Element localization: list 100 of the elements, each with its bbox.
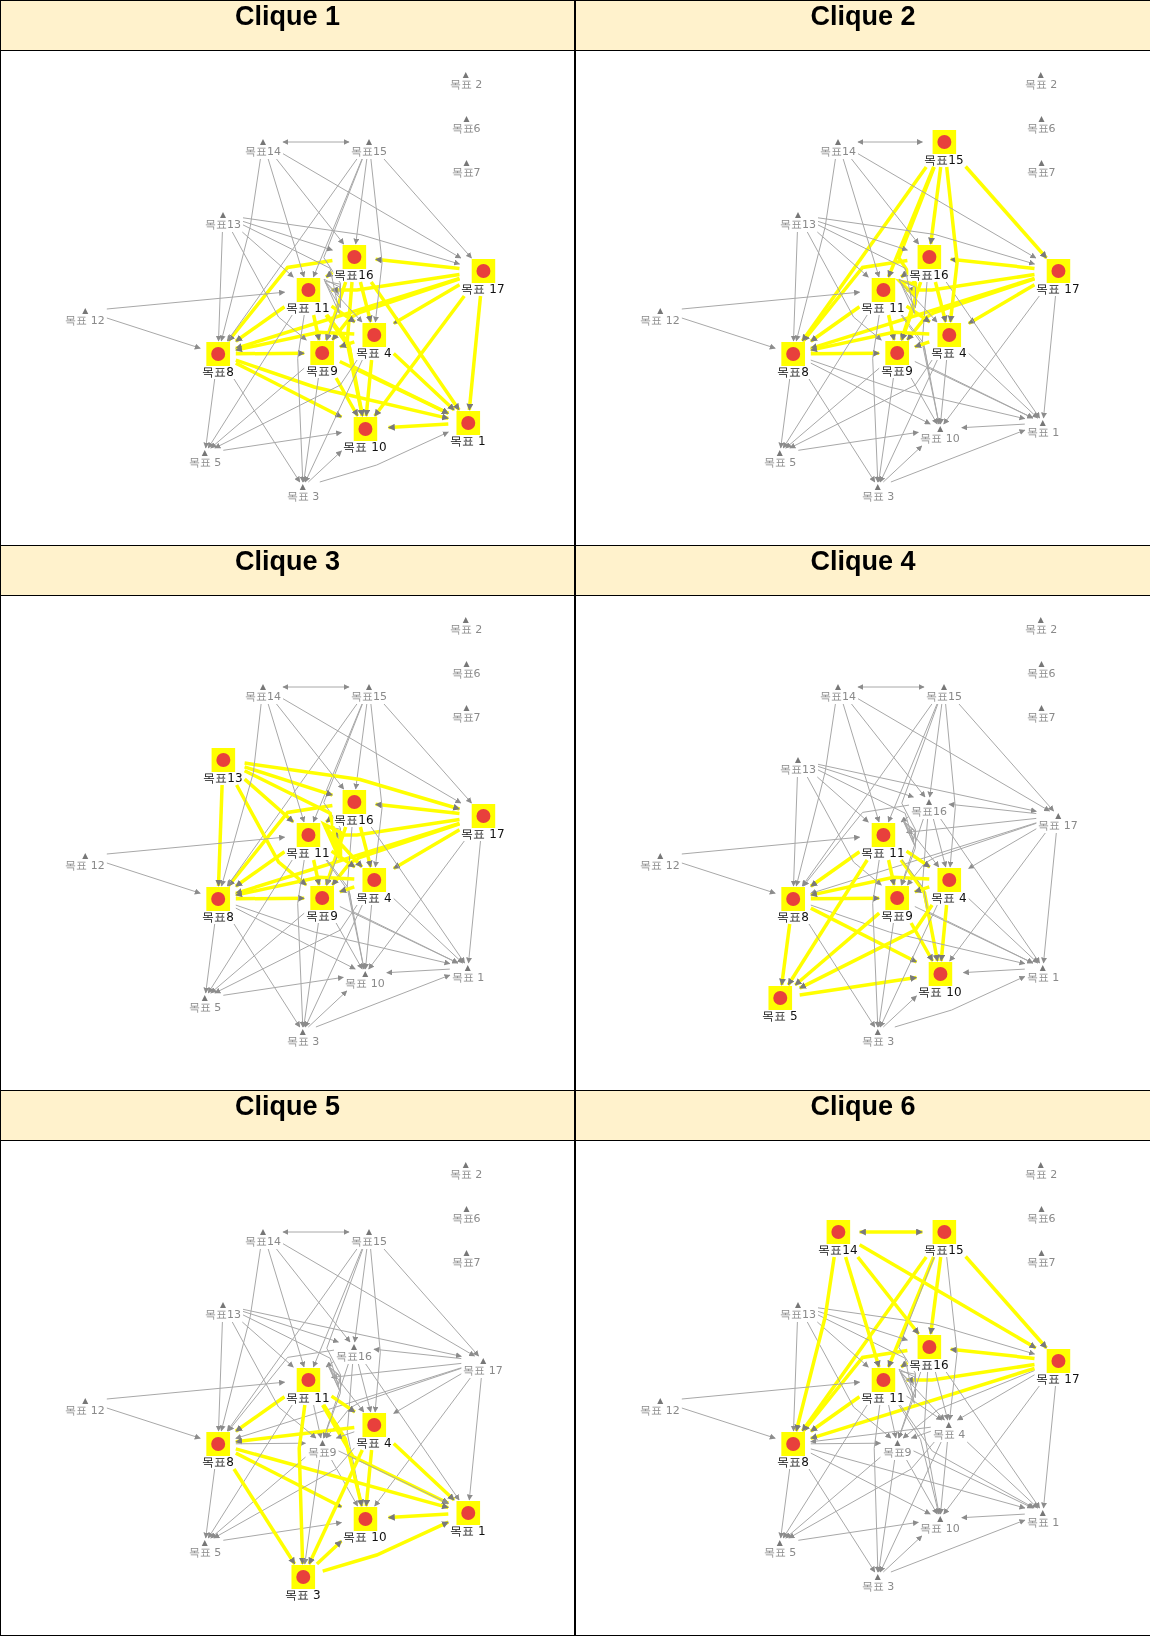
clique-arrow	[810, 875, 930, 898]
arrow	[899, 1404, 1035, 1509]
node-label: 목표 5	[762, 457, 798, 469]
arrow	[808, 378, 876, 483]
node-label: 목표 12	[639, 1405, 681, 1417]
node-label: 목표8	[201, 366, 235, 378]
goal-node	[1025, 660, 1057, 680]
arrow	[282, 153, 462, 259]
clique-arrow	[330, 277, 461, 342]
clique-arrow	[235, 361, 343, 419]
clique-arrow	[802, 258, 908, 343]
clique-arrow	[809, 850, 861, 888]
arrow	[282, 698, 462, 804]
arrow	[319, 431, 449, 483]
node-label: 목표7	[450, 712, 482, 724]
arrow	[203, 378, 216, 449]
arrow	[810, 1440, 882, 1447]
arrow	[906, 822, 1037, 886]
node-label: 목표 11	[285, 302, 331, 314]
arrow	[222, 1520, 343, 1541]
goal-node	[355, 323, 393, 359]
node-label: 목표16	[335, 1351, 373, 1363]
clique-arrow	[810, 330, 930, 353]
clique-arrow	[466, 295, 483, 411]
arrow	[301, 377, 319, 483]
node-label: 목표 4	[930, 347, 968, 359]
arrow	[210, 367, 305, 449]
arrow	[890, 429, 1026, 483]
arrow	[330, 1362, 462, 1380]
clique-arrow	[324, 313, 365, 417]
arrow	[938, 359, 948, 425]
arrow	[810, 1448, 1026, 1510]
clique-arrow	[886, 1256, 936, 1368]
node-label: 목표7	[1025, 167, 1057, 179]
arrow	[233, 923, 301, 1028]
goal-node	[1025, 159, 1057, 179]
clique-arrow	[798, 904, 934, 990]
arrow	[810, 822, 1037, 895]
arrow	[346, 826, 366, 970]
arrow	[357, 1363, 373, 1413]
goal-node	[355, 1413, 393, 1449]
clique-arrow	[330, 304, 356, 324]
arrow	[241, 1321, 294, 1368]
arrow	[242, 220, 333, 252]
arrow	[374, 1377, 471, 1507]
node-label: 목표 11	[285, 847, 331, 859]
clique-arrow	[899, 858, 940, 962]
arrow	[966, 1441, 1039, 1509]
clique-arrow	[235, 875, 355, 898]
arrow	[900, 314, 941, 425]
node-label: 목표15	[350, 146, 388, 158]
goal-node	[305, 886, 339, 922]
arrow	[242, 217, 461, 266]
arrow	[267, 1248, 306, 1368]
node-label: 목표 2	[448, 79, 484, 91]
arrow	[466, 840, 481, 964]
goal-node	[860, 1573, 896, 1593]
node-label: 목표 12	[639, 315, 681, 327]
node-label: 목표16	[910, 806, 948, 818]
goal-node	[1025, 115, 1057, 135]
clique-arrow	[914, 340, 930, 349]
arrow	[857, 153, 1037, 259]
arrow	[945, 1371, 1041, 1509]
arrow	[898, 1404, 941, 1515]
clique-arrow	[363, 1449, 374, 1507]
node-label: 목표 12	[64, 315, 106, 327]
arrow	[817, 224, 938, 323]
arrow	[106, 289, 286, 310]
arrow	[368, 840, 465, 970]
clique-arrow	[967, 283, 1036, 325]
arrow	[383, 1248, 480, 1357]
node-label: 목표13	[779, 219, 817, 231]
arrow	[325, 1367, 462, 1439]
goal-node	[202, 748, 244, 784]
goal-node	[1035, 259, 1081, 295]
arrow	[876, 377, 894, 483]
arrow	[958, 703, 1055, 812]
clique-arrow	[234, 305, 286, 343]
arrow	[681, 1407, 776, 1440]
goal-node	[244, 683, 282, 703]
arrow	[957, 1374, 1035, 1421]
clique-arrow	[235, 894, 305, 902]
node-label: 목표8	[201, 911, 235, 923]
goal-node	[448, 71, 484, 91]
node-label: 목표 5	[187, 457, 223, 469]
clique-arrow	[964, 165, 1048, 260]
arrow	[325, 1360, 335, 1368]
arrow	[312, 158, 363, 278]
arrow	[794, 703, 836, 887]
arrow	[816, 231, 869, 278]
goal-node	[305, 341, 339, 377]
arrow	[313, 1404, 323, 1439]
clique-arrow	[800, 166, 928, 342]
clique-arrow	[334, 377, 360, 417]
goal-node	[1023, 1161, 1059, 1181]
node-label: 목표 12	[64, 860, 106, 872]
arrow	[879, 359, 938, 483]
node-label: 목표 12	[639, 860, 681, 872]
goal-node	[333, 245, 375, 281]
arrow	[810, 359, 1026, 421]
